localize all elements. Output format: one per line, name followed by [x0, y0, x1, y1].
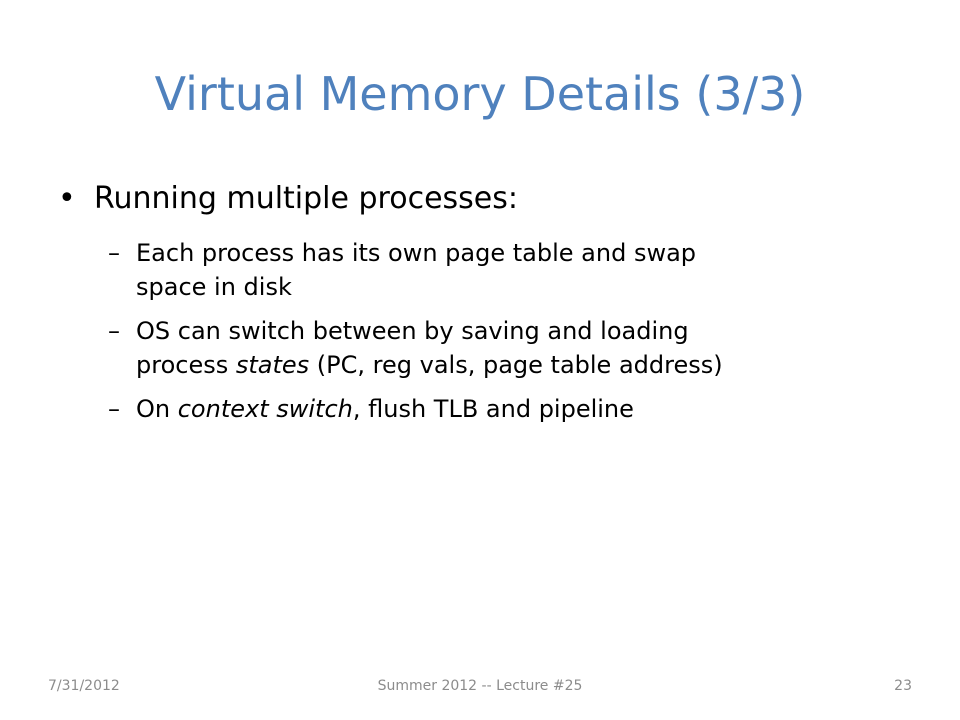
subbullet-marker: – [108, 239, 120, 267]
subbullet-line: space in disk [136, 273, 292, 301]
bullet-text: Running multiple processes: [94, 181, 518, 216]
subbullet-text: process [136, 351, 236, 379]
subbullet-item: – On context switch, flush TLB and pipel… [58, 392, 908, 426]
slide-number: 23 [894, 678, 912, 694]
footer-date: 7/31/2012 [48, 678, 120, 694]
subbullet-text: (PC, reg vals, page table address) [309, 351, 723, 379]
bullet-item: • Running multiple processes: [58, 176, 908, 222]
subbullet-line: Each process has its own page table and … [136, 239, 697, 267]
footer-lecture: Summer 2012 -- Lecture #25 [377, 678, 583, 694]
slide-title: Virtual Memory Details (3/3) [154, 67, 806, 121]
subbullet-text: , flush TLB and pipeline [352, 395, 634, 423]
subbullet-line: process states (PC, reg vals, page table… [136, 348, 908, 382]
subbullet-line: OS can switch between by saving and load… [136, 317, 689, 345]
subbullet-item: – OS can switch between by saving and lo… [58, 314, 908, 382]
subbullet-text: On [136, 395, 178, 423]
bullet-marker: • [58, 181, 76, 216]
subbullet-italic-term: context switch [177, 395, 353, 423]
subbullet-marker: – [108, 395, 120, 423]
subbullet-marker: – [108, 317, 120, 345]
subbullet-item: – Each process has its own page table an… [58, 236, 908, 304]
subbullet-italic-term: states [235, 351, 310, 379]
slide-body: • Running multiple processes: – Each pro… [58, 176, 908, 426]
subbullet-line: On context switch, flush TLB and pipelin… [136, 392, 908, 426]
